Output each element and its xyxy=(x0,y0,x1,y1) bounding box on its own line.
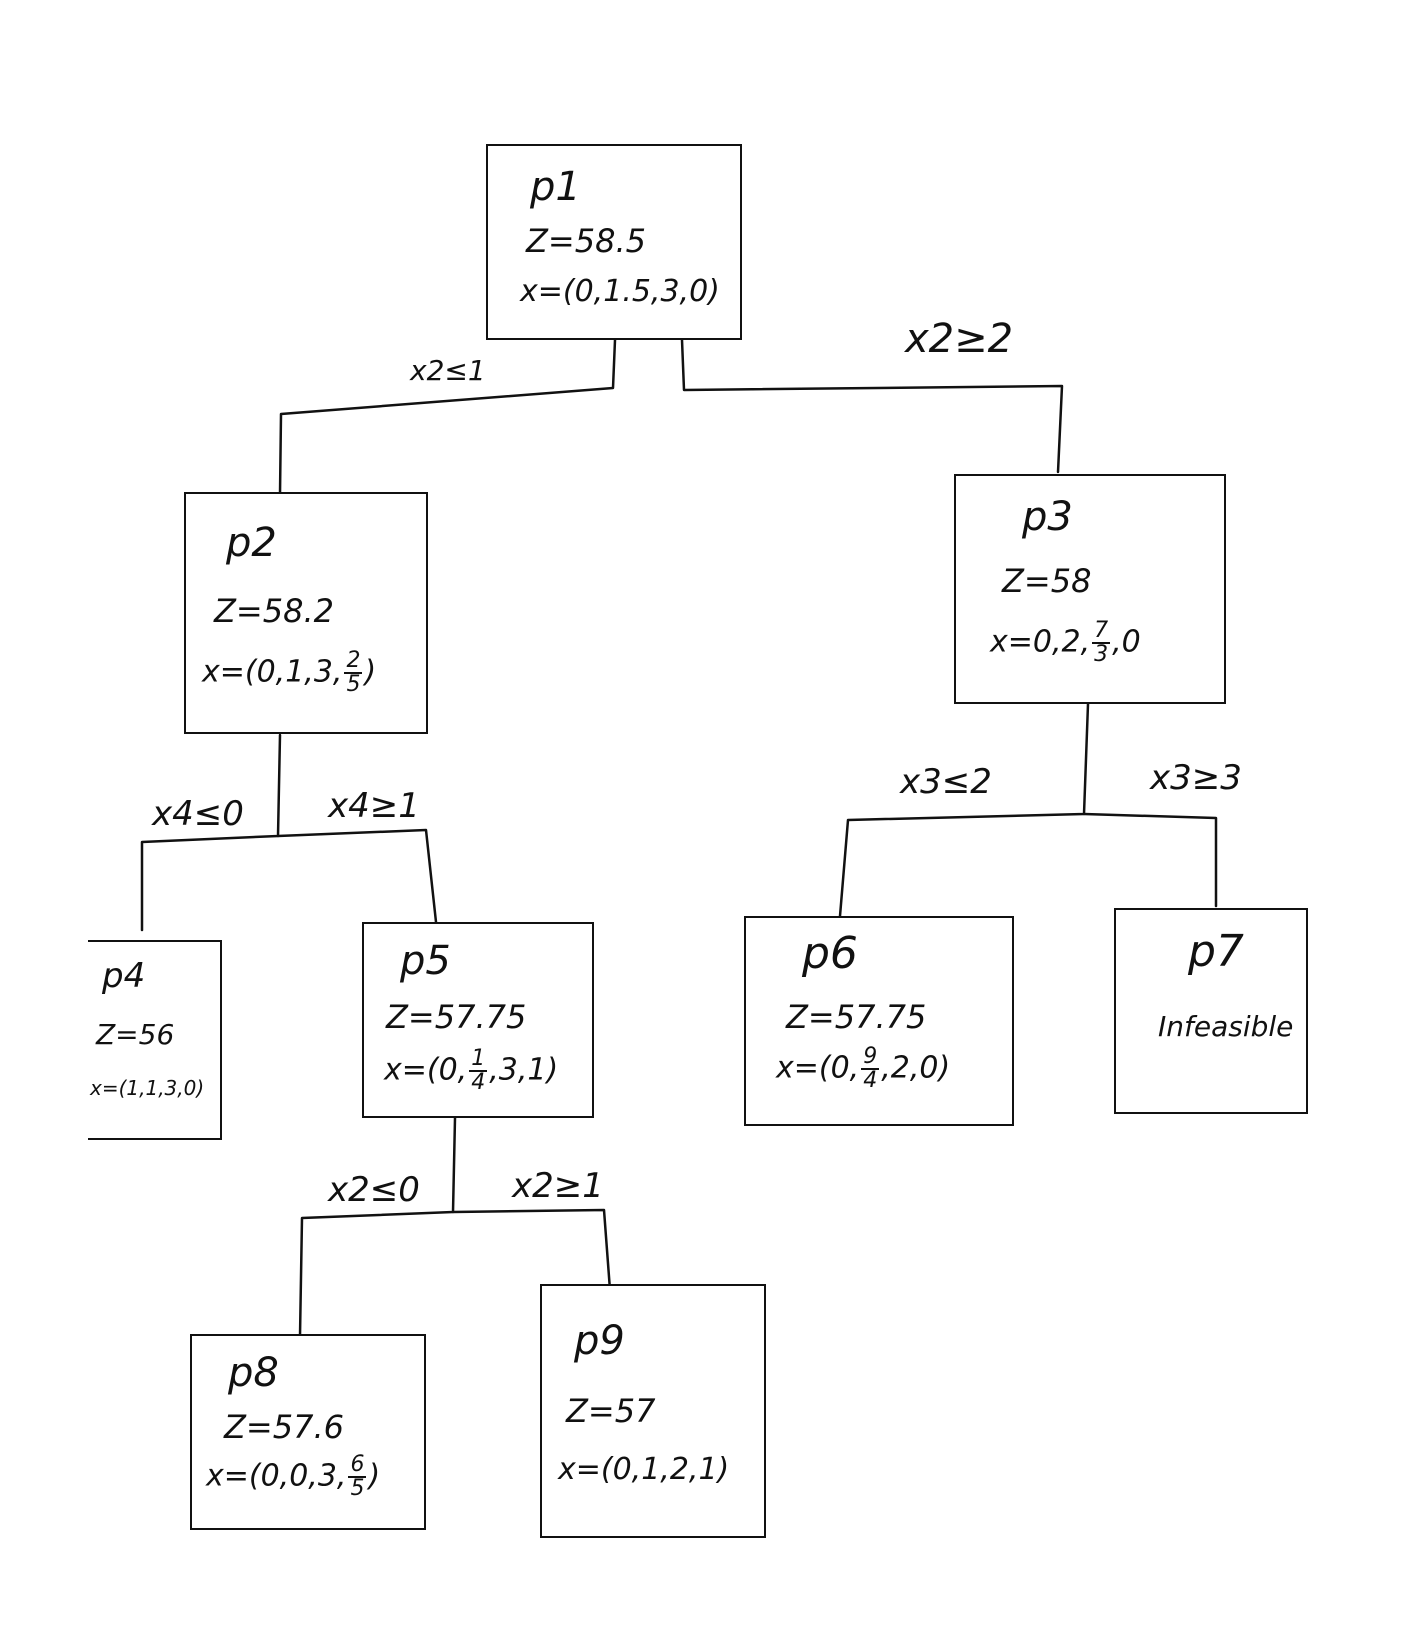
node-title: p7 xyxy=(1188,926,1244,977)
node-solution-vector: x=(0,1.5,3,0) xyxy=(520,274,720,309)
fraction-denominator: 4 xyxy=(471,1070,486,1095)
edge-p3-p7 xyxy=(1082,812,1218,908)
fraction-numerator: 1 xyxy=(469,1046,488,1072)
branch-label-p5-p9: x2≥1 xyxy=(512,1166,604,1206)
branch-label-p1-p2: x2≤1 xyxy=(410,354,486,387)
fraction-denominator: 5 xyxy=(346,672,361,697)
node-objective-value: Z=56 xyxy=(96,1018,175,1051)
node-p9: p9 Z=57 x=(0,1,2,1) xyxy=(540,1284,766,1538)
node-objective-value: Z=57.75 xyxy=(786,998,927,1036)
branch-label-p1-p3: x2≥2 xyxy=(905,316,1014,362)
edge-p1-p3 xyxy=(680,338,1064,474)
vector-suffix: ) xyxy=(364,654,377,690)
vector-prefix: x=(0,0,3, xyxy=(206,1458,347,1494)
node-p4: p4 Z=56 x=(1,1,3,0) xyxy=(88,940,222,1140)
vector-prefix: x=(0, xyxy=(384,1052,468,1088)
edge-p2-p5 xyxy=(276,828,438,924)
edge-p1-p2 xyxy=(278,338,617,496)
fraction-numerator: 9 xyxy=(861,1044,880,1070)
node-title: p6 xyxy=(802,928,858,979)
edge-p2-p4 xyxy=(140,733,282,932)
node-p1: p1 Z=58.5 x=(0,1.5,3,0) xyxy=(486,144,742,340)
node-status: Infeasible xyxy=(1158,1010,1294,1043)
node-title: p1 xyxy=(530,164,581,210)
node-title: p9 xyxy=(574,1318,625,1364)
vector-suffix: ,3,1) xyxy=(489,1052,559,1088)
node-title: p4 xyxy=(102,956,146,996)
node-objective-value: Z=58 xyxy=(1002,562,1092,600)
edge-p5-p9 xyxy=(451,1208,612,1292)
node-objective-value: Z=57 xyxy=(566,1392,656,1430)
node-objective-value: Z=58.2 xyxy=(214,592,334,630)
branch-label-p5-p8: x2≤0 xyxy=(328,1170,420,1210)
branch-label-p2-p5: x4≥1 xyxy=(328,786,420,826)
node-solution-vector: x=(0,1,2,1) xyxy=(558,1452,730,1487)
branch-label-p3-p7: x3≥3 xyxy=(1150,758,1242,798)
edge-p3-p67 xyxy=(838,702,1090,918)
vector-suffix: ,2,0) xyxy=(881,1050,951,1086)
node-objective-value: Z=58.5 xyxy=(526,222,646,260)
fraction-denominator: 3 xyxy=(1094,642,1109,667)
node-p7: p7 Infeasible xyxy=(1114,908,1308,1114)
node-objective-value: Z=57.6 xyxy=(224,1408,344,1446)
branch-label-p3-p6: x3≤2 xyxy=(900,762,992,802)
node-objective-value: Z=57.75 xyxy=(386,998,527,1036)
edge-p5-p8 xyxy=(298,1116,457,1338)
node-solution-vector: x=(1,1,3,0) xyxy=(90,1076,205,1100)
node-title: p2 xyxy=(226,520,277,566)
vector-prefix: x=(0, xyxy=(776,1050,860,1086)
vector-suffix: ) xyxy=(368,1458,381,1494)
node-title: p3 xyxy=(1022,494,1073,540)
node-title: p5 xyxy=(400,938,451,984)
vector-suffix: ,0 xyxy=(1112,624,1141,660)
fraction-numerator: 6 xyxy=(348,1452,367,1478)
fraction-numerator: 7 xyxy=(1092,618,1111,644)
vector-prefix: x=(0,1,3, xyxy=(202,654,343,690)
fraction-denominator: 5 xyxy=(350,1476,365,1501)
fraction-denominator: 4 xyxy=(863,1068,878,1093)
vector-prefix: x=0,2, xyxy=(990,624,1091,660)
branch-label-p2-p4: x4≤0 xyxy=(152,794,244,834)
fraction-numerator: 2 xyxy=(344,648,363,674)
node-title: p8 xyxy=(228,1350,279,1396)
